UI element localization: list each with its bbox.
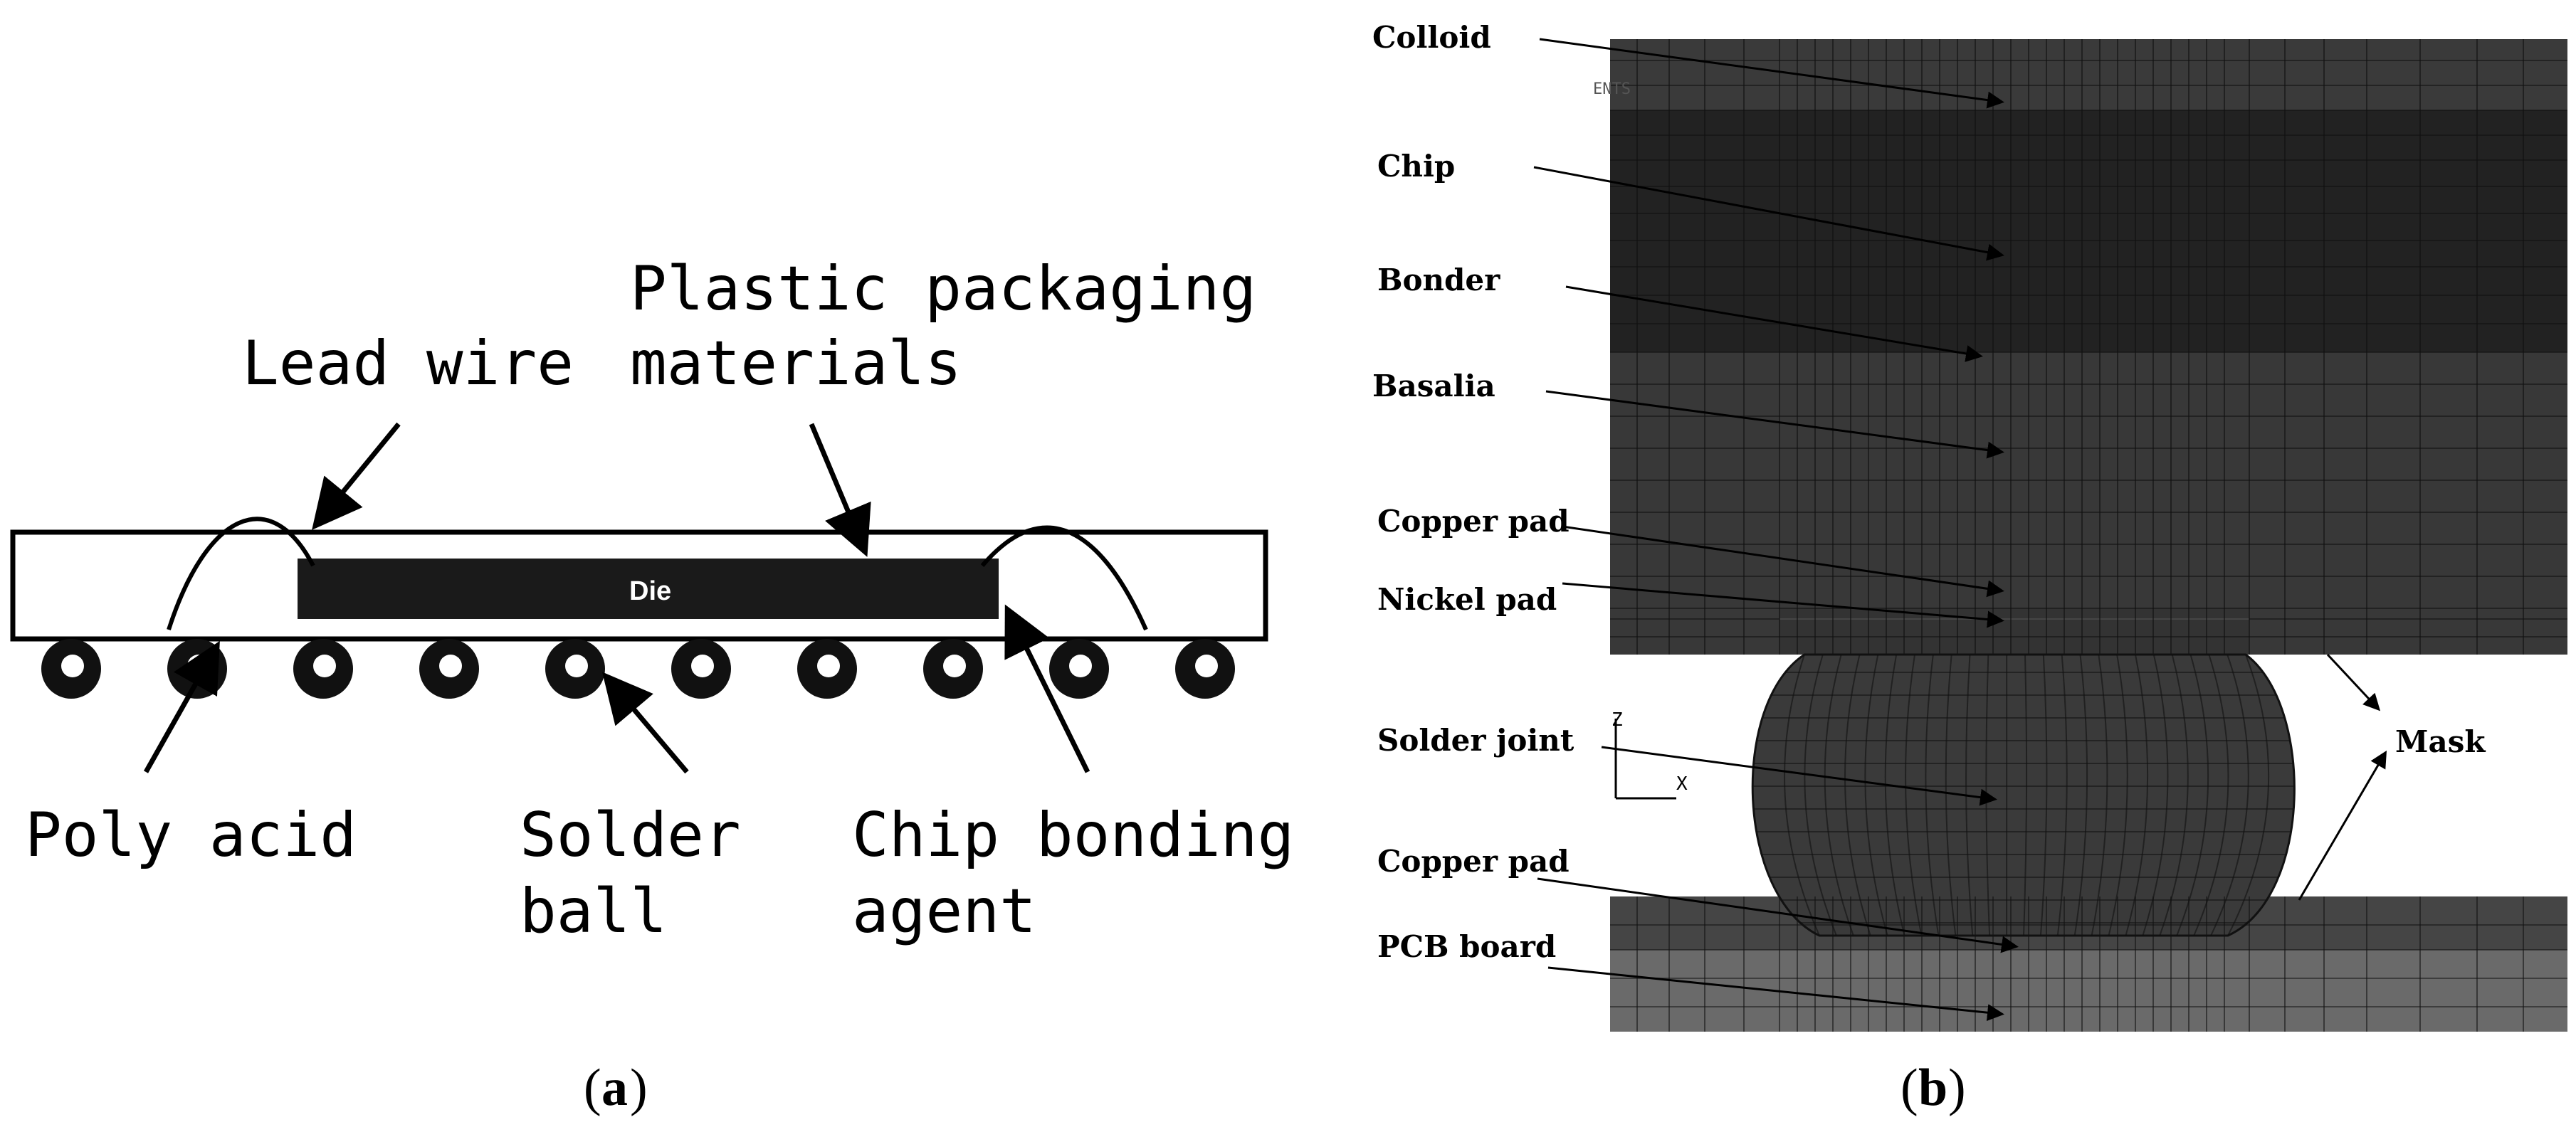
mesh-line-v [2108, 655, 2128, 936]
mesh-line-v [1824, 655, 1854, 936]
plastic-label-line1: Plastic packaging [630, 253, 1256, 324]
nickel-pad-label: Nickel pad [1377, 582, 1557, 617]
caption-a-close: ) [630, 1059, 648, 1117]
mesh-line-v [2039, 655, 2048, 936]
solder-ball-row [41, 639, 1235, 699]
colloid-arrow [1539, 38, 2004, 109]
solder-ball-highlight [943, 655, 966, 677]
mesh-line-v [2193, 655, 2229, 936]
solder-ball-highlight [313, 655, 336, 677]
mesh-pcb [1610, 896, 2567, 1032]
mesh-line-v [1864, 655, 1888, 936]
mesh-line-v [1784, 655, 1820, 936]
colloid-label: Colloid [1372, 20, 1491, 55]
panel-b: ENTS Z X Colloid Chip Bonder Basalia Cop… [1372, 20, 2567, 1117]
mesh-line-v [1905, 655, 1923, 936]
mesh-line-v [2125, 655, 2149, 936]
pcb-board-arrow [1547, 966, 2004, 1022]
solder-ball-highlight [1195, 655, 1218, 677]
colloid-layer [1610, 39, 2567, 110]
basalia-label: Basalia [1372, 369, 1495, 403]
solder-joint-label: Solder joint [1377, 723, 1574, 758]
plastic-label-line2: materials [630, 328, 962, 399]
die-label: Die [629, 576, 671, 606]
mesh-upper [1610, 39, 2567, 655]
mesh-line-v [2210, 655, 2249, 936]
lead-wire-label: Lead wire [242, 328, 574, 399]
poly-acid-label: Poly acid [25, 800, 357, 871]
mask-arrow-lower [2298, 750, 2387, 901]
caption-a: ( a ) [584, 1059, 648, 1117]
pcb-bottom-layer [1610, 950, 2567, 1032]
bonder-label: Bonder [1377, 263, 1500, 297]
solder-ball-label-line2: ball [520, 876, 667, 947]
panel-a: Die Lead wire Plastic packaging material… [10, 253, 1294, 1117]
lead-wire-left [167, 517, 315, 630]
solder-ball-highlight [817, 655, 840, 677]
mesh-line-v [1945, 655, 1957, 936]
mesh-line-v [1884, 655, 1905, 936]
z-axis-label: Z [1612, 709, 1623, 731]
chip-layer [1610, 110, 2567, 352]
caption-b-open: ( [1901, 1059, 1918, 1117]
copper-pad-bottom-label: Copper pad [1377, 844, 1570, 879]
pcb-board-label: PCB board [1377, 929, 1556, 964]
mesh-line-v [1804, 655, 1837, 936]
chip-bonding-arrow [1004, 604, 1090, 773]
mesh-line-v [2159, 655, 2189, 936]
lead-wire-arrow [312, 422, 401, 530]
caption-b-letter: b [1918, 1059, 1947, 1117]
bonder-arrow [1565, 285, 1983, 362]
caption-b: ( b ) [1901, 1059, 1966, 1117]
mesh-line-v [1925, 655, 1940, 936]
mesh-line-v [2227, 655, 2270, 936]
solder-ball-highlight [691, 655, 714, 677]
x-axis-label: X [1676, 773, 1688, 795]
copper-pad-top-label: Copper pad [1377, 504, 1570, 539]
mesh-line-v [2091, 655, 2108, 936]
mesh-line-v [1844, 655, 1871, 936]
mesh-solder [1752, 655, 2295, 936]
basalia-layer [1610, 352, 2567, 655]
mask-arrow-upper [2326, 653, 2381, 711]
axis-triad: Z X [1612, 709, 1688, 800]
die-block [298, 559, 999, 619]
poly-acid-arrow [143, 640, 220, 773]
solder-ball-highlight [1069, 655, 1092, 677]
chip-bonding-label-line1: Chip bonding [852, 800, 1294, 871]
caption-a-open: ( [584, 1059, 601, 1117]
solder-joint [1751, 653, 2296, 937]
chip-bonding-label-line2: agent [852, 876, 1036, 947]
lead-wire-right [980, 525, 1148, 631]
basalia-arrow [1545, 390, 2004, 459]
copper-pad-bottom-arrow [1537, 877, 2019, 953]
chip-label: Chip [1377, 149, 1455, 184]
caption-b-close: ) [1948, 1059, 1966, 1117]
mesh-line-v [2073, 655, 2088, 936]
nickel-pad-arrow [1562, 582, 2004, 628]
chip-arrow [1533, 166, 2004, 261]
solder-ball-highlight [439, 655, 462, 677]
solder-ball-arrow [601, 672, 689, 774]
mesh-line-v [2176, 655, 2209, 936]
mask-label: Mask [2395, 724, 2486, 759]
caption-a-letter: a [601, 1059, 628, 1117]
solder-ball-highlight [61, 655, 84, 677]
solder-joint-arrow [1601, 746, 1997, 806]
solder-ball-highlight [565, 655, 588, 677]
plastic-arrow [809, 423, 871, 557]
copper-pad-top-arrow [1562, 525, 2004, 598]
mesh-line-v [2142, 655, 2169, 936]
mesh-line-v [2023, 655, 2028, 936]
mesh-tag: ENTS [1593, 80, 1631, 98]
solder-ball-label-line1: Solder [520, 800, 741, 871]
mesh-line-v [2056, 655, 2068, 936]
